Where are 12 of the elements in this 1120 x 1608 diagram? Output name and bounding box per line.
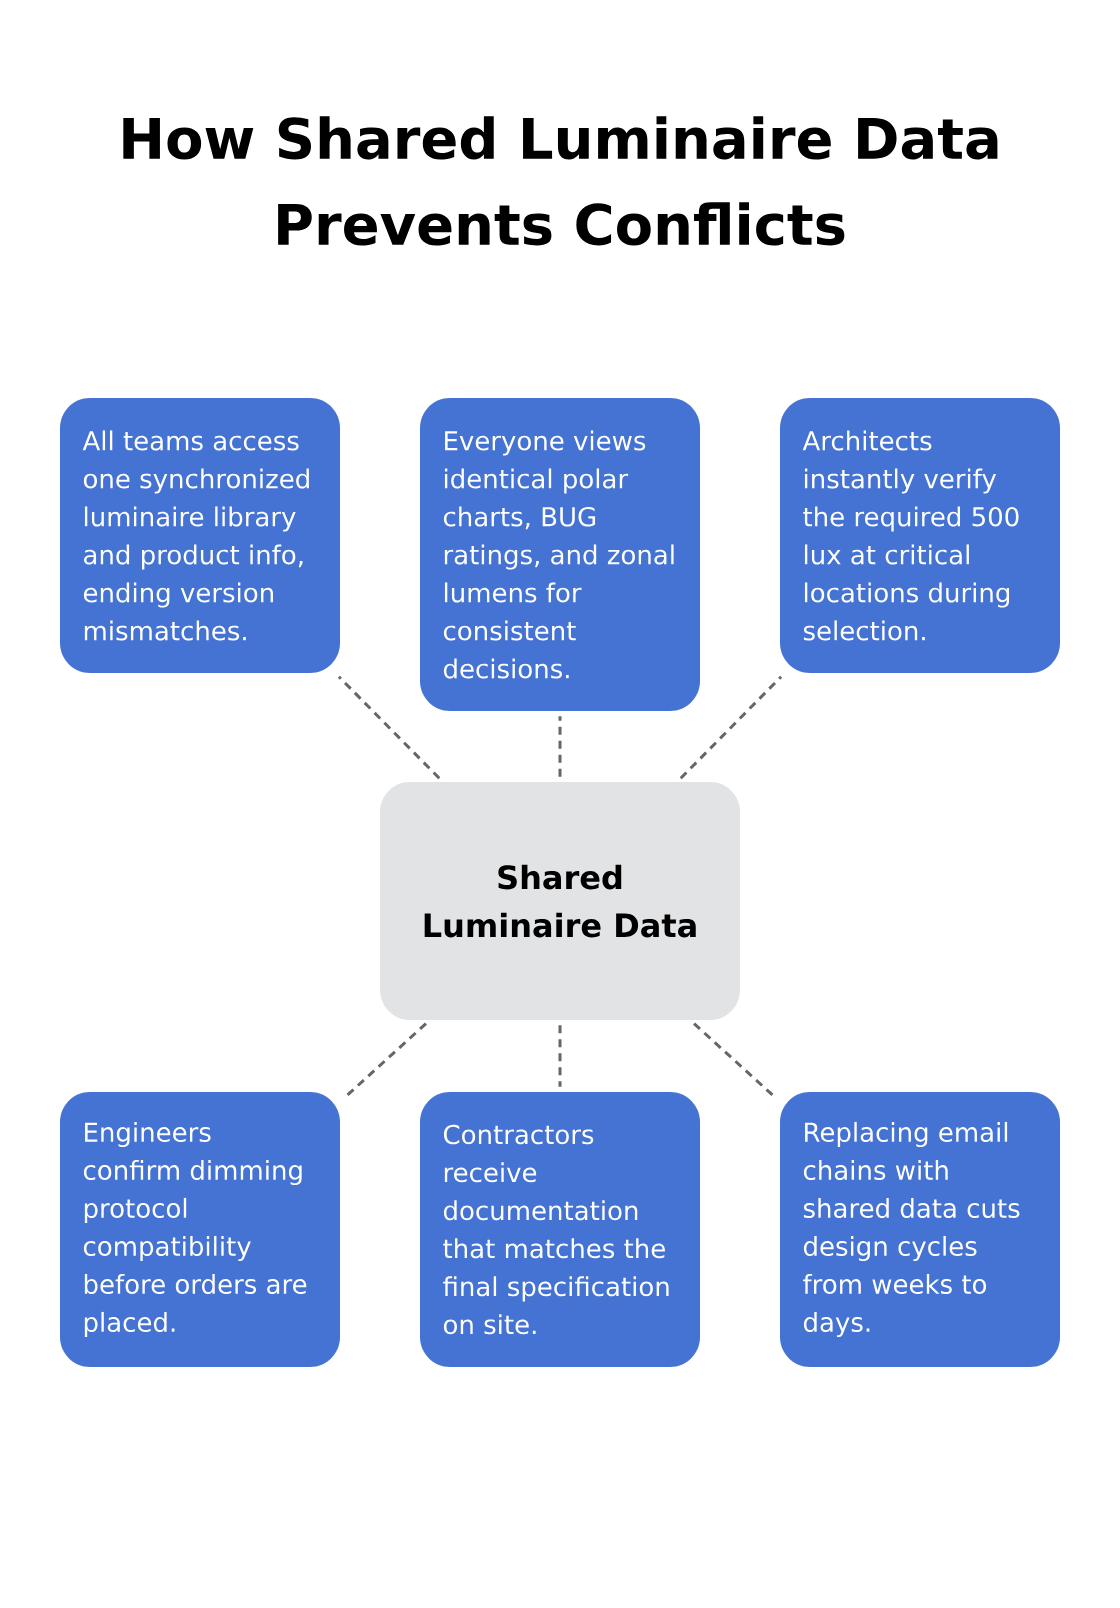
dashed-connector	[558, 1025, 562, 1087]
text-card: Contractors receive documentation that matches the final specification on site.	[420, 1092, 700, 1367]
text-card: Architects instantly verify the required 500 lux at critical locations during selection.	[780, 398, 1060, 673]
dashed-connector	[679, 675, 783, 780]
hub-box: Shared Luminaire Data	[380, 782, 740, 1020]
text-card: All teams access one synchronized luminaire library and product info, ending version mismatches.	[60, 398, 340, 673]
dashed-connector	[337, 675, 441, 780]
text-card: Engineers confirm dimming protocol compatibility before orders are placed.	[60, 1092, 340, 1367]
dashed-connector	[558, 716, 562, 777]
text-card: Everyone views identical polar charts, BUG ratings, and zonal lumens for consistent decisions.	[420, 398, 700, 711]
text-card: Replacing email chains with shared data cuts design cycles from weeks to days.	[780, 1092, 1060, 1367]
title: How Shared Luminaire Data Prevents Conflicts	[123, 116, 998, 246]
